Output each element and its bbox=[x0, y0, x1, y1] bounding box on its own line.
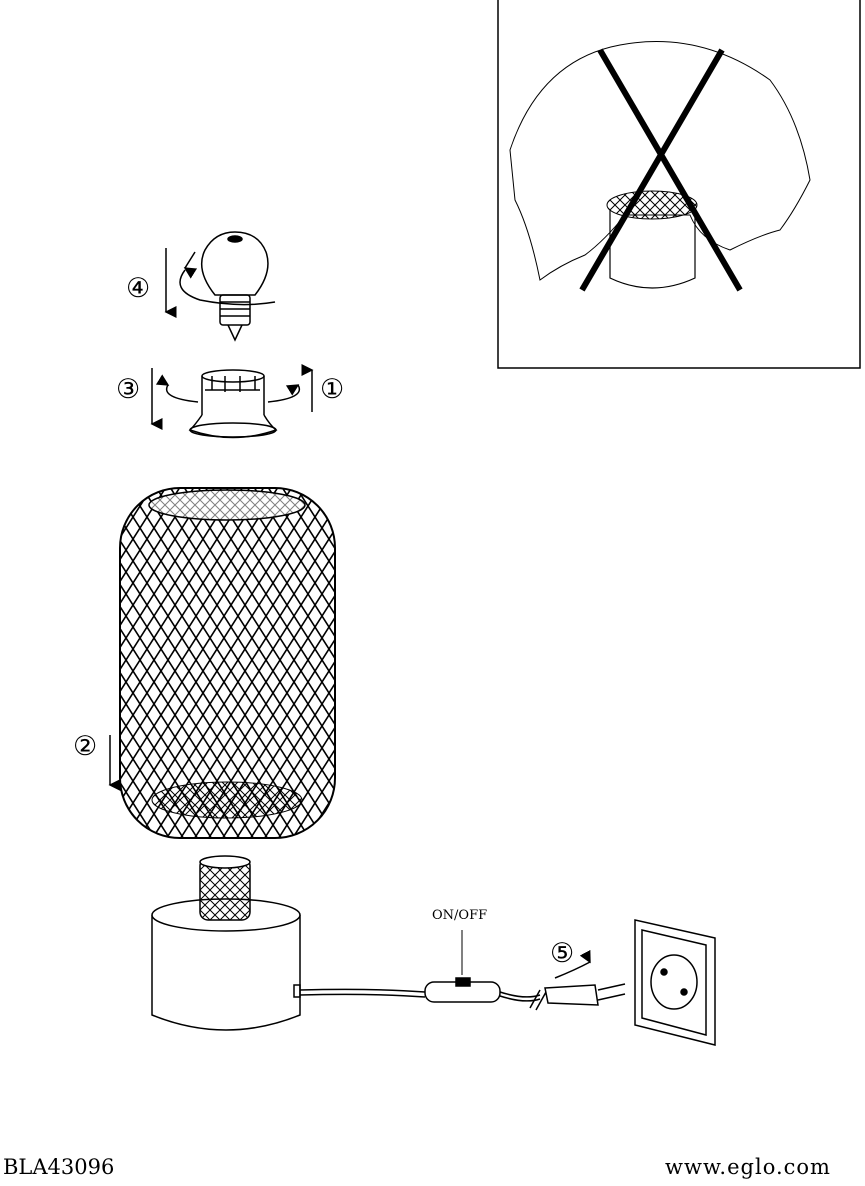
on-off-label: ON/OFF bbox=[432, 908, 488, 923]
model-number: BLA43096 bbox=[3, 1155, 115, 1179]
website-link: www.eglo.com bbox=[665, 1155, 831, 1179]
prohibited-cross-icon bbox=[579, 48, 743, 292]
step-3-label: ③ bbox=[116, 374, 141, 405]
light-bulb-icon bbox=[164, 231, 276, 342]
warning-panel bbox=[497, 0, 861, 369]
step-2-label: ② bbox=[73, 731, 98, 762]
mesh-lampshade bbox=[108, 487, 336, 839]
power-cord bbox=[299, 930, 626, 1011]
step-4-label: ④ bbox=[126, 273, 151, 304]
lamp-base bbox=[151, 855, 301, 1031]
step-5-label: ⑤ bbox=[550, 938, 575, 969]
step-1-label: ① bbox=[320, 374, 345, 405]
cloth-drape bbox=[509, 41, 811, 281]
wall-outlet-icon bbox=[634, 919, 716, 1046]
lamp-socket-icon bbox=[150, 364, 314, 439]
